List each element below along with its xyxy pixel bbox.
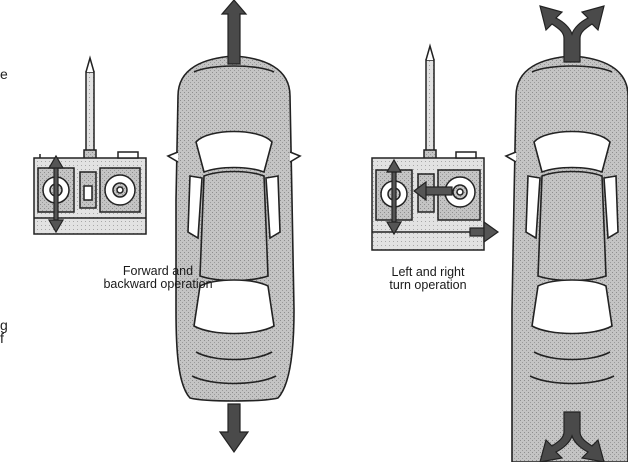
double-arrow-icon-left-remote xyxy=(47,154,65,234)
right-arrow-icon xyxy=(469,220,500,244)
caption-line: Left and right xyxy=(391,265,465,279)
caption-line: turn operation xyxy=(389,278,467,292)
forward-backward-caption: Forward and backward operation xyxy=(88,265,228,291)
caption-line: Forward and xyxy=(122,264,194,278)
up-arrow-icon xyxy=(220,0,248,65)
cropped-text-fragment: f xyxy=(0,330,4,346)
cropped-text-fragment: g xyxy=(0,317,8,333)
left-right-turn-caption: Left and right turn operation xyxy=(368,266,488,292)
car-top-view-icon-left xyxy=(166,55,302,402)
cropped-text-fragment: e xyxy=(0,66,8,82)
fork-arrow-icon-top xyxy=(539,5,605,63)
car-top-view-icon-right xyxy=(504,55,628,462)
caption-line: backward operation xyxy=(103,277,213,291)
double-arrow-icon-right-remote xyxy=(385,158,403,236)
remote-controller-icon-left xyxy=(33,55,147,235)
left-arrow-icon xyxy=(413,180,453,202)
remote-controller-icon-right xyxy=(371,43,485,251)
fork-arrow-icon-bottom xyxy=(539,411,605,462)
down-arrow-icon xyxy=(218,403,250,454)
